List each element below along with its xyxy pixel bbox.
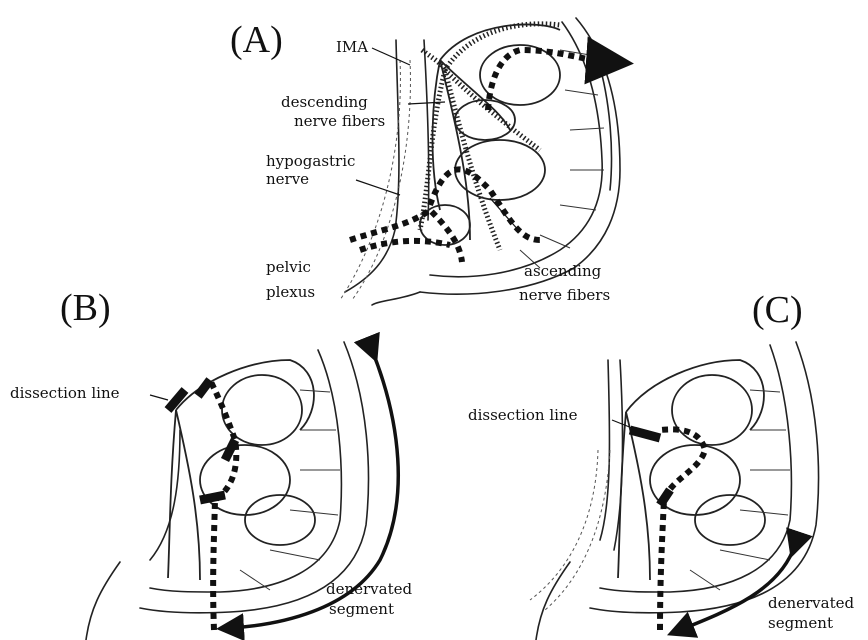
panel-b-leader: [150, 395, 168, 400]
panel-b-label-denervated-line1: denervated: [326, 580, 413, 598]
panel-b-vessels: [168, 360, 340, 590]
label-pelvic-line2: plexus: [266, 283, 315, 301]
panel-c: (C) dissection line: [468, 289, 855, 640]
label-descending-line2: nerve fibers: [294, 112, 385, 130]
panel-b-label-dissection: dissection line: [10, 384, 120, 402]
label-ascending-line1: ascending: [524, 262, 602, 280]
label-pelvic-line1: pelvic: [266, 258, 311, 276]
panel-c-label-denervated-line2: segment: [768, 614, 833, 632]
panel-b-letter: (B): [60, 287, 111, 329]
label-hypogastric-line1: hypogastric: [266, 152, 355, 170]
panel-a: (A): [230, 18, 620, 305]
panel-c-label-denervated-line1: denervated: [768, 594, 855, 612]
panel-c-vessels: [618, 360, 790, 590]
panel-a-letter: (A): [230, 19, 283, 61]
label-descending-line1: descending: [281, 93, 368, 111]
panel-c-cut-marks: [630, 430, 670, 505]
panel-c-label-dissection: dissection line: [468, 406, 578, 424]
label-hypogastric-line2: nerve: [266, 170, 309, 188]
label-ima: IMA: [336, 38, 368, 56]
panel-b: (B) dissection line den: [10, 287, 413, 640]
panel-a-dashed-nerves: [350, 50, 610, 262]
panel-b-label-denervated-line2: segment: [329, 600, 394, 618]
panel-c-letter: (C): [752, 289, 803, 331]
label-ascending-line2: nerve fibers: [519, 286, 610, 304]
